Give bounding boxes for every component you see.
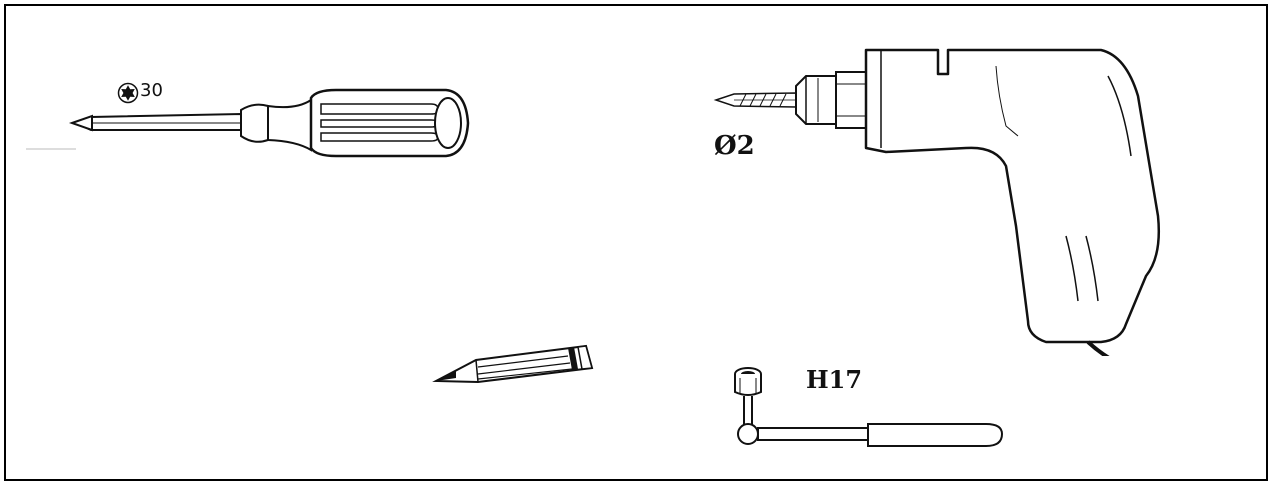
socket-size-label: H17 [806,365,863,394]
diagram-frame: 30 Ø2 [4,4,1268,481]
drill-bit-size-label: Ø2 [714,131,755,161]
torx-screwdriver-illustration [6,6,506,176]
torx-icon [117,82,139,104]
pencil-illustration [426,336,606,396]
power-drill-illustration [706,36,1176,356]
socket-wrench-illustration [726,364,1016,454]
screwdriver-bit-label: 30 [140,80,163,101]
